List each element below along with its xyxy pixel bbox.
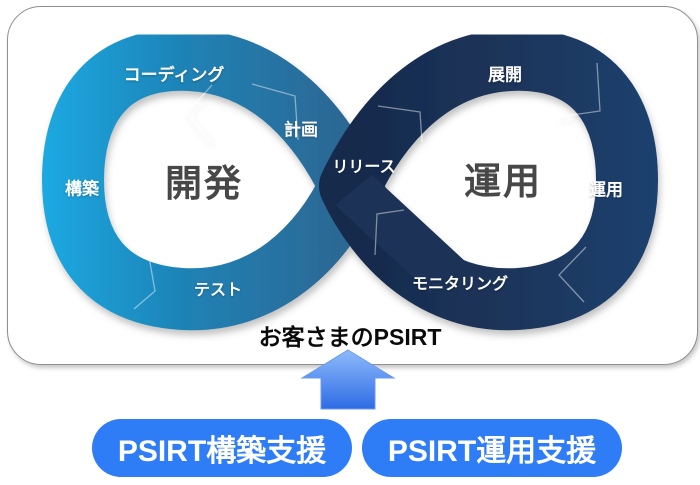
infinity-band [42, 28, 658, 331]
psirt-build-support-button[interactable]: PSIRT構築支援 [92, 419, 352, 477]
ops-loop-band [319, 28, 658, 331]
dev-loop-band [42, 28, 381, 331]
up-arrow [300, 349, 396, 410]
segment-divider-lines [133, 62, 601, 310]
crossing-band [335, 175, 467, 293]
psirt-ops-support-button[interactable]: PSIRT運用支援 [362, 419, 622, 477]
customer-psirt-caption: お客さまのPSIRT [258, 324, 442, 350]
